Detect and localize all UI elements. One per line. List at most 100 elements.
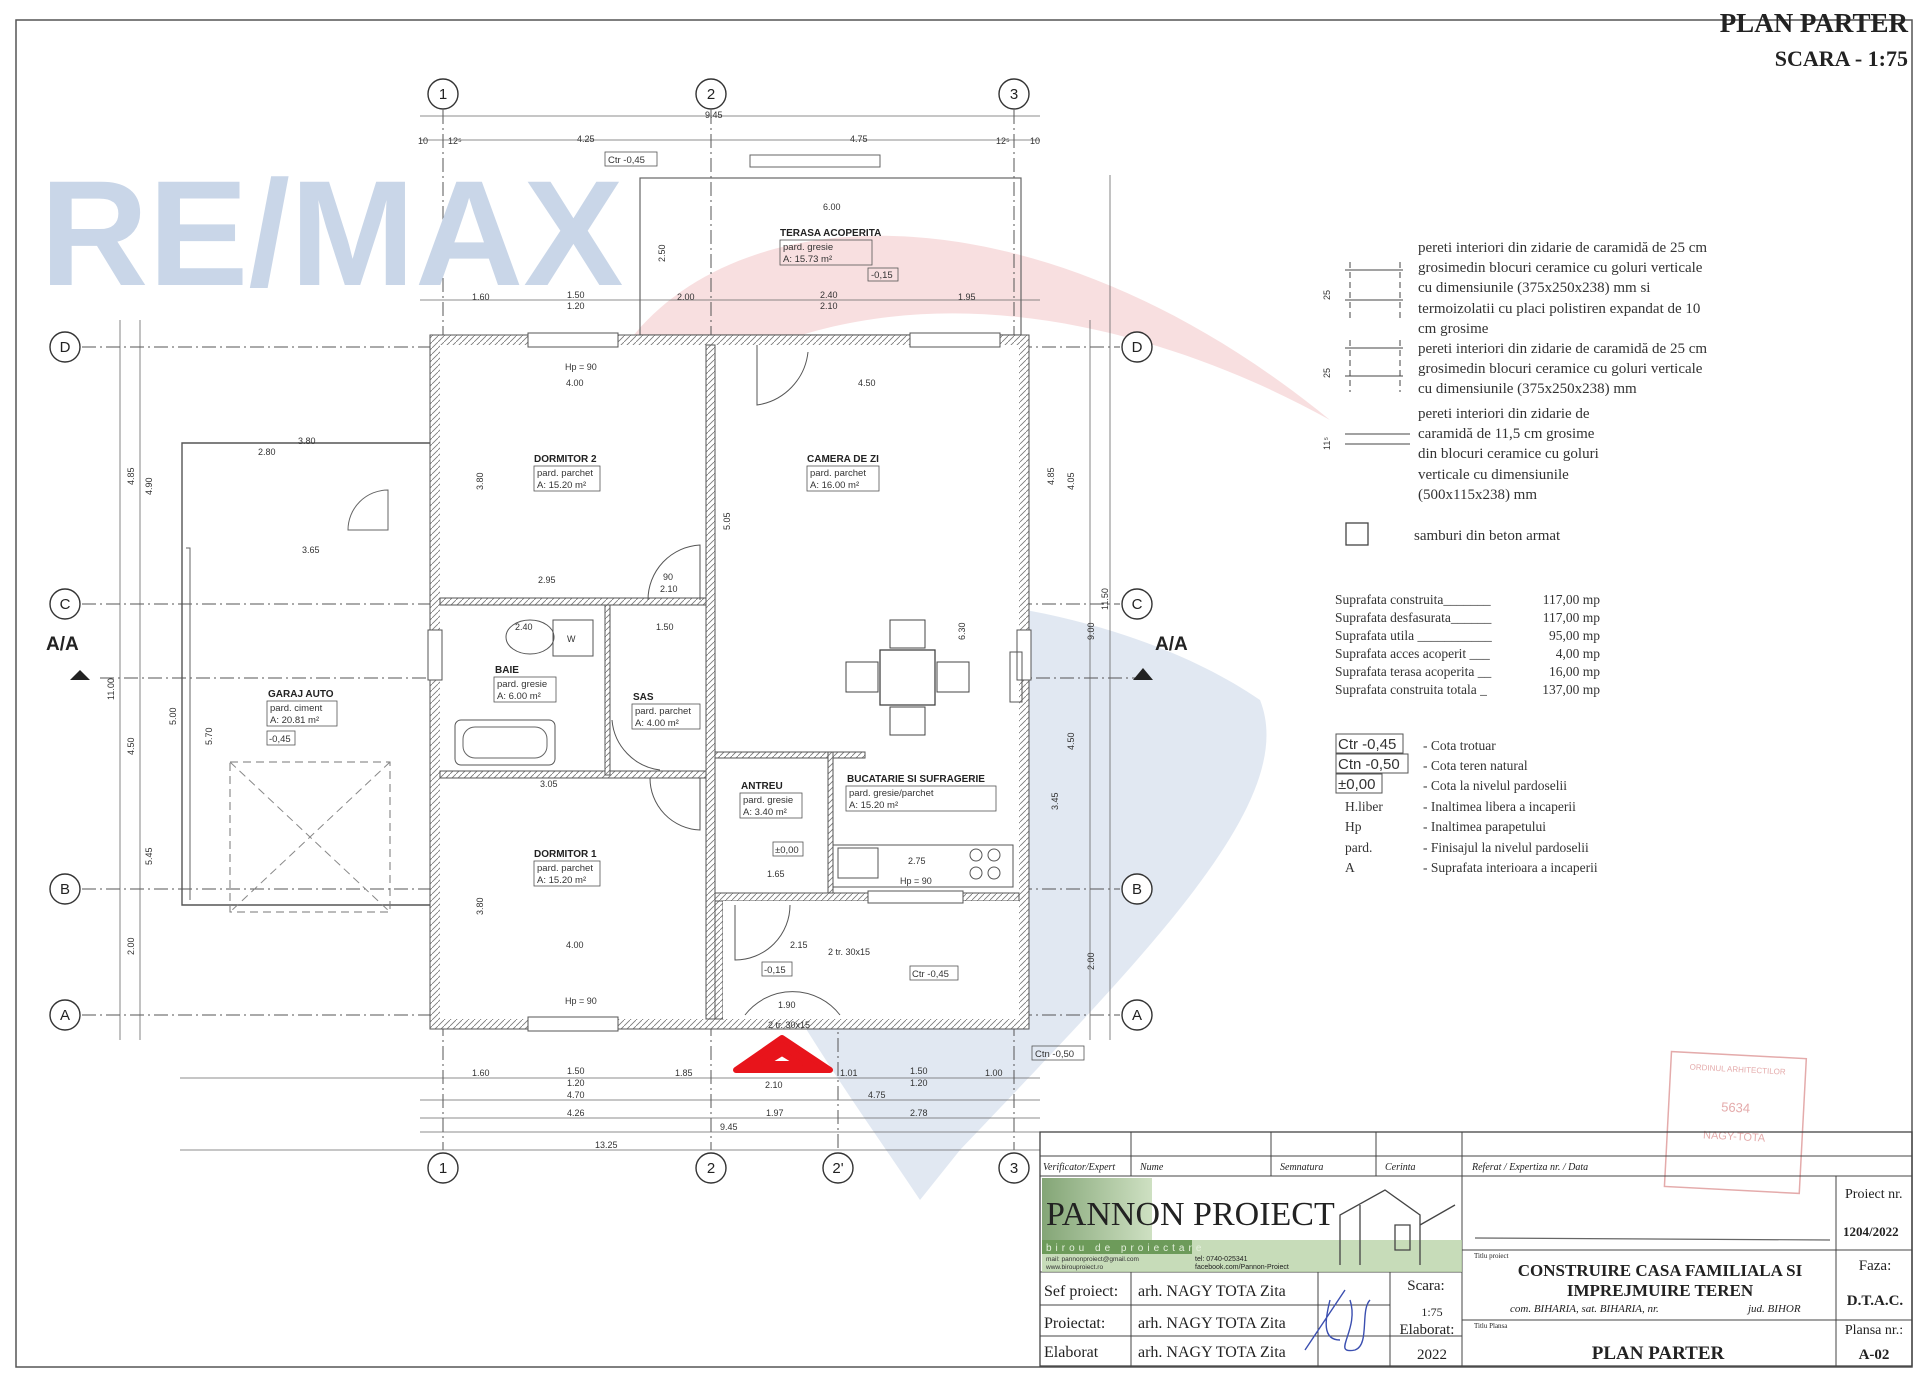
svg-text:Hp = 90: Hp = 90 bbox=[565, 996, 597, 1006]
pannon-proiect-logo: PANNON PROIECT birou de proiectare mail:… bbox=[1042, 1178, 1462, 1272]
svg-text:A: 15.20 m²: A: 15.20 m² bbox=[849, 800, 898, 811]
svg-text:A: 6.00 m²: A: 6.00 m² bbox=[497, 691, 541, 702]
svg-text:grosimedin blocuri ceramice c: grosimedin blocuri ceramice cu goluri ve… bbox=[1418, 260, 1703, 276]
svg-text:- Cota teren natural: - Cota teren natural bbox=[1423, 758, 1528, 773]
svg-text:4.75: 4.75 bbox=[868, 1090, 886, 1100]
architect-stamp: ORDINUL ARHITECTILOR 5634 NAGY-TOTA bbox=[1663, 1050, 1808, 1195]
svg-text:3.45: 3.45 bbox=[1050, 792, 1060, 810]
svg-text:1.90: 1.90 bbox=[778, 1000, 796, 1010]
svg-text:tel: 0740-025341: tel: 0740-025341 bbox=[1195, 1256, 1248, 1263]
svg-text:din blocuri ceramice cu goluri: din blocuri ceramice cu goluri bbox=[1418, 446, 1599, 462]
svg-text:A: A bbox=[1345, 860, 1355, 875]
svg-text:3.80: 3.80 bbox=[475, 897, 485, 915]
svg-text:jud. BIHOR: jud. BIHOR bbox=[1746, 1303, 1801, 1315]
svg-text:GARAJ AUTO: GARAJ AUTO bbox=[268, 689, 334, 700]
svg-text:4.00: 4.00 bbox=[566, 378, 584, 388]
svg-text:A-02: A-02 bbox=[1859, 1347, 1890, 1363]
svg-text:2: 2 bbox=[707, 86, 715, 103]
svg-text:4.05: 4.05 bbox=[1066, 472, 1076, 490]
svg-text:2.00: 2.00 bbox=[1086, 952, 1096, 970]
svg-text:1.97: 1.97 bbox=[766, 1108, 784, 1118]
svg-text:PLAN PARTER: PLAN PARTER bbox=[1592, 1343, 1725, 1364]
svg-text:1.20: 1.20 bbox=[567, 301, 585, 311]
house-sketch-icon bbox=[1339, 1189, 1456, 1265]
svg-text:SAS: SAS bbox=[633, 692, 654, 703]
svg-text:A: 15.20 m²: A: 15.20 m² bbox=[537, 875, 586, 886]
svg-text:9.00: 9.00 bbox=[1086, 622, 1096, 640]
svg-text:1.50: 1.50 bbox=[567, 1066, 585, 1076]
house-walls: W bbox=[427, 332, 1032, 1032]
svg-text:4.00: 4.00 bbox=[566, 940, 584, 950]
svg-text:4.50: 4.50 bbox=[126, 737, 136, 755]
level-marks: Ctr -0,45 Ctr -0,45 Ctn -0,50 -0,15 2 tr… bbox=[604, 151, 1085, 1061]
svg-text:2.00: 2.00 bbox=[126, 937, 136, 955]
room-dormitor-2: DORMITOR 2 pard. parchet A: 15.20 m² bbox=[533, 454, 601, 492]
svg-text:ORDINUL ARHITECTILOR: ORDINUL ARHITECTILOR bbox=[1689, 1063, 1786, 1077]
svg-text:pereti interiori din zidarie d: pereti interiori din zidarie de caramidă… bbox=[1418, 240, 1707, 256]
svg-text:BUCATARIE SI SUFRAGERIE: BUCATARIE SI SUFRAGERIE bbox=[847, 774, 985, 785]
svg-text:- Finisajul la nivelul pardose: - Finisajul la nivelul pardoselii bbox=[1423, 840, 1589, 855]
svg-text:1.60: 1.60 bbox=[472, 292, 490, 302]
svg-text:Ctn -0,50: Ctn -0,50 bbox=[1338, 756, 1400, 773]
svg-text:Ctr -0,45: Ctr -0,45 bbox=[912, 969, 949, 980]
svg-text:cu dimensiunile (375x250x238): cu dimensiunile (375x250x238) mm si bbox=[1418, 280, 1650, 296]
svg-text:cm grosime: cm grosime bbox=[1418, 321, 1489, 337]
svg-text:A: 20.81 m²: A: 20.81 m² bbox=[270, 715, 319, 726]
svg-text:birou de proiectare: birou de proiectare bbox=[1046, 1243, 1205, 1254]
svg-text:DORMITOR 2: DORMITOR 2 bbox=[534, 454, 597, 465]
svg-text:16,00 mp: 16,00 mp bbox=[1549, 664, 1600, 679]
svg-text:arh. NAGY TOTA Zita: arh. NAGY TOTA Zita bbox=[1138, 1283, 1286, 1300]
svg-text:samburi din beton armat: samburi din beton armat bbox=[1414, 528, 1561, 544]
entrance-arrow-icon bbox=[733, 1035, 833, 1073]
svg-text:Plansa nr.:: Plansa nr.: bbox=[1845, 1323, 1903, 1338]
section-marker-left: A/A bbox=[46, 634, 90, 680]
svg-text:Ctr -0,45: Ctr -0,45 bbox=[608, 155, 645, 166]
svg-text:facebook.com/Pannon-Proiect: facebook.com/Pannon-Proiect bbox=[1195, 1264, 1289, 1271]
svg-text:Hp: Hp bbox=[1345, 819, 1362, 834]
svg-text:-0,45: -0,45 bbox=[269, 734, 291, 745]
svg-text:2022: 2022 bbox=[1417, 1347, 1447, 1363]
svg-text:1.20: 1.20 bbox=[910, 1078, 928, 1088]
svg-text:A: 3.40 m²: A: 3.40 m² bbox=[743, 807, 787, 818]
svg-text:Ctr -0,45: Ctr -0,45 bbox=[1338, 736, 1396, 753]
svg-text:90: 90 bbox=[663, 572, 673, 582]
svg-text:- Cota trotuar: - Cota trotuar bbox=[1423, 738, 1496, 753]
dimension-lines bbox=[119, 115, 1111, 1151]
svg-text:Faza:: Faza: bbox=[1859, 1258, 1891, 1274]
svg-text:2.78: 2.78 bbox=[910, 1108, 928, 1118]
svg-text:www.birouproiect.ro: www.birouproiect.ro bbox=[1045, 1264, 1103, 1271]
svg-text:pard. parchet: pard. parchet bbox=[537, 468, 593, 479]
svg-text:2.80: 2.80 bbox=[258, 447, 276, 457]
svg-text:Semnatura: Semnatura bbox=[1280, 1162, 1323, 1173]
svg-text:CAMERA DE ZI: CAMERA DE ZI bbox=[807, 454, 879, 465]
svg-text:1.60: 1.60 bbox=[472, 1068, 490, 1078]
svg-text:3: 3 bbox=[1010, 86, 1018, 103]
svg-text:Elaborat: Elaborat bbox=[1044, 1344, 1099, 1361]
svg-text:mail: pannonproiect@gmail.com: mail: pannonproiect@gmail.com bbox=[1046, 1256, 1139, 1263]
svg-text:-0,15: -0,15 bbox=[764, 965, 786, 976]
surface-table: Suprafata construita_______117,00 mp Sup… bbox=[1335, 592, 1600, 697]
svg-text:BAIE: BAIE bbox=[495, 665, 519, 676]
svg-text:pereti interiori din zidarie d: pereti interiori din zidarie de bbox=[1418, 406, 1590, 422]
svg-text:arh. NAGY TOTA Zita: arh. NAGY TOTA Zita bbox=[1138, 1344, 1286, 1361]
svg-text:117,00 mp: 117,00 mp bbox=[1543, 592, 1600, 607]
svg-text:3: 3 bbox=[1010, 1160, 1018, 1177]
svg-text:com. BIHARIA, sat. BIHARIA, nr: com. BIHARIA, sat. BIHARIA, nr. bbox=[1510, 1303, 1659, 1315]
svg-text:A: A bbox=[60, 1007, 70, 1024]
svg-text:25: 25 bbox=[1322, 290, 1332, 300]
svg-text:12⁵: 12⁵ bbox=[448, 136, 462, 146]
svg-text:2.40: 2.40 bbox=[515, 622, 533, 632]
svg-text:Elaborat:: Elaborat: bbox=[1400, 1322, 1455, 1338]
svg-text:2.75: 2.75 bbox=[908, 856, 926, 866]
svg-text:pard. parchet: pard. parchet bbox=[810, 468, 866, 479]
svg-text:Suprafata construita totala _: Suprafata construita totala _ bbox=[1335, 682, 1487, 697]
svg-text:B: B bbox=[60, 881, 70, 898]
wall-symbol-25-insulated: 25 bbox=[1322, 262, 1403, 320]
svg-text:Cerinta: Cerinta bbox=[1385, 1162, 1416, 1173]
svg-text:5634: 5634 bbox=[1721, 1099, 1751, 1115]
wall-symbol-11-5: 11⁵ bbox=[1322, 433, 1410, 450]
svg-text:13.25: 13.25 bbox=[595, 1140, 618, 1150]
svg-text:Ctn -0,50: Ctn -0,50 bbox=[1035, 1049, 1074, 1060]
svg-text:25: 25 bbox=[1322, 368, 1332, 378]
